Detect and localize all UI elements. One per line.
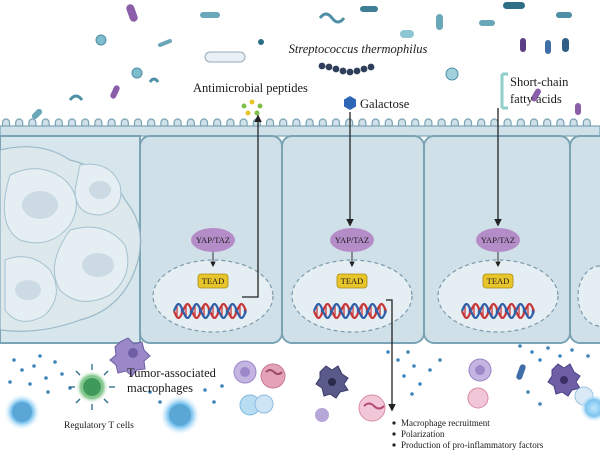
amp-peptide-icon — [241, 99, 263, 116]
cytokine-dot — [158, 400, 162, 404]
t-cell-icon — [4, 394, 261, 435]
dna-icon — [172, 303, 536, 319]
cell-3-signaling: YAP/TAZ TEAD — [476, 228, 520, 289]
cytokine-dot — [396, 358, 400, 362]
yap-taz-label: YAP/TAZ — [196, 235, 230, 245]
immune-cells-misc — [233, 358, 600, 422]
regulatory-t-cell-icon — [69, 364, 115, 410]
tead-label: TEAD — [341, 276, 364, 286]
cytokine-dot — [428, 368, 432, 372]
cytokine-dot — [212, 400, 216, 404]
galactose-icon — [344, 96, 356, 110]
scfa-label-line1: Short-chain — [510, 75, 569, 89]
nucleus — [291, 259, 413, 333]
yap-taz-protein — [330, 228, 374, 252]
cytokine-dot — [558, 354, 562, 358]
cytokine-dot — [402, 374, 406, 378]
yap-taz-label: YAP/TAZ — [481, 235, 515, 245]
cytokine-dot — [12, 358, 16, 362]
effect-item: Macrophage recruitment — [401, 418, 490, 428]
nucleus — [152, 259, 274, 333]
cell-2-signaling: YAP/TAZ TEAD — [330, 228, 374, 289]
cytokine-dot — [570, 348, 574, 352]
cytokine-dot — [60, 372, 64, 376]
cytokine-dot — [386, 350, 390, 354]
scfa-label-line2: fatty acids — [510, 92, 562, 106]
cytokine-dot — [28, 382, 32, 386]
effect-item: Polarization — [401, 429, 445, 439]
tead-protein — [336, 273, 368, 289]
cytokine-dot — [546, 346, 550, 350]
lumen-bacteria — [31, 2, 581, 120]
amp-arrow — [242, 114, 262, 298]
yap-taz-protein — [476, 228, 520, 252]
nucleus — [437, 259, 559, 333]
cytokine-dot — [46, 390, 50, 394]
dna-helix — [312, 303, 388, 319]
dna-helix — [172, 303, 248, 319]
amp-label: Antimicrobial peptides — [193, 81, 308, 95]
tam-label-line2: macrophages — [127, 381, 193, 395]
dna-helix — [460, 303, 536, 319]
cytokine-dot — [518, 344, 522, 348]
cytokine-dots-icon — [8, 344, 590, 406]
cytokine-dot — [530, 350, 534, 354]
cytokine-dot — [203, 388, 207, 392]
cytokine-dot — [38, 354, 42, 358]
nucleus — [577, 265, 600, 327]
tead-protein — [482, 273, 514, 289]
cytokine-dot — [418, 382, 422, 386]
galactose-label: Galactose — [360, 97, 410, 111]
cell-1-signaling: YAP/TAZ TEAD — [191, 228, 235, 289]
tead-protein — [197, 273, 229, 289]
cytokine-dot — [20, 368, 24, 372]
cytokine-dot — [406, 350, 410, 354]
cytokine-dot — [53, 360, 57, 364]
cytokine-dot — [148, 390, 152, 394]
cytokine-dot — [538, 358, 542, 362]
cytokine-dot — [538, 402, 542, 406]
cytokine-dot — [586, 354, 590, 358]
cytokine-dot — [412, 364, 416, 368]
effects-arrow — [386, 299, 396, 412]
cytokine-dot — [526, 390, 530, 394]
cytokine-dot — [8, 380, 12, 384]
immune-region — [4, 337, 600, 435]
treg-label: Regulatory T cells — [64, 421, 134, 431]
cytokine-dot — [220, 384, 224, 388]
yap-taz-protein — [191, 228, 235, 252]
effect-item: Production of pro-inflammatory factors — [401, 440, 544, 450]
yap-taz-label: YAP/TAZ — [335, 235, 369, 245]
cytokine-dot — [44, 376, 48, 380]
tam-label-line1: Tumor-associated — [127, 366, 217, 380]
cytokine-dot — [438, 358, 442, 362]
scfa-icon — [500, 72, 508, 110]
bacterium-label: Streptococcus thermophilus — [289, 42, 428, 56]
cytokine-dot — [32, 364, 36, 368]
tumor-cell-icon — [0, 146, 142, 332]
streptococcus-chain-icon — [318, 62, 375, 76]
tead-label: TEAD — [202, 276, 225, 286]
cytokine-dot — [410, 392, 414, 396]
tead-label: TEAD — [487, 276, 510, 286]
effects-list: Macrophage recruitment Polarization Prod… — [392, 418, 544, 450]
macrophage-icon — [109, 337, 151, 377]
bacteria-icon — [31, 2, 581, 120]
